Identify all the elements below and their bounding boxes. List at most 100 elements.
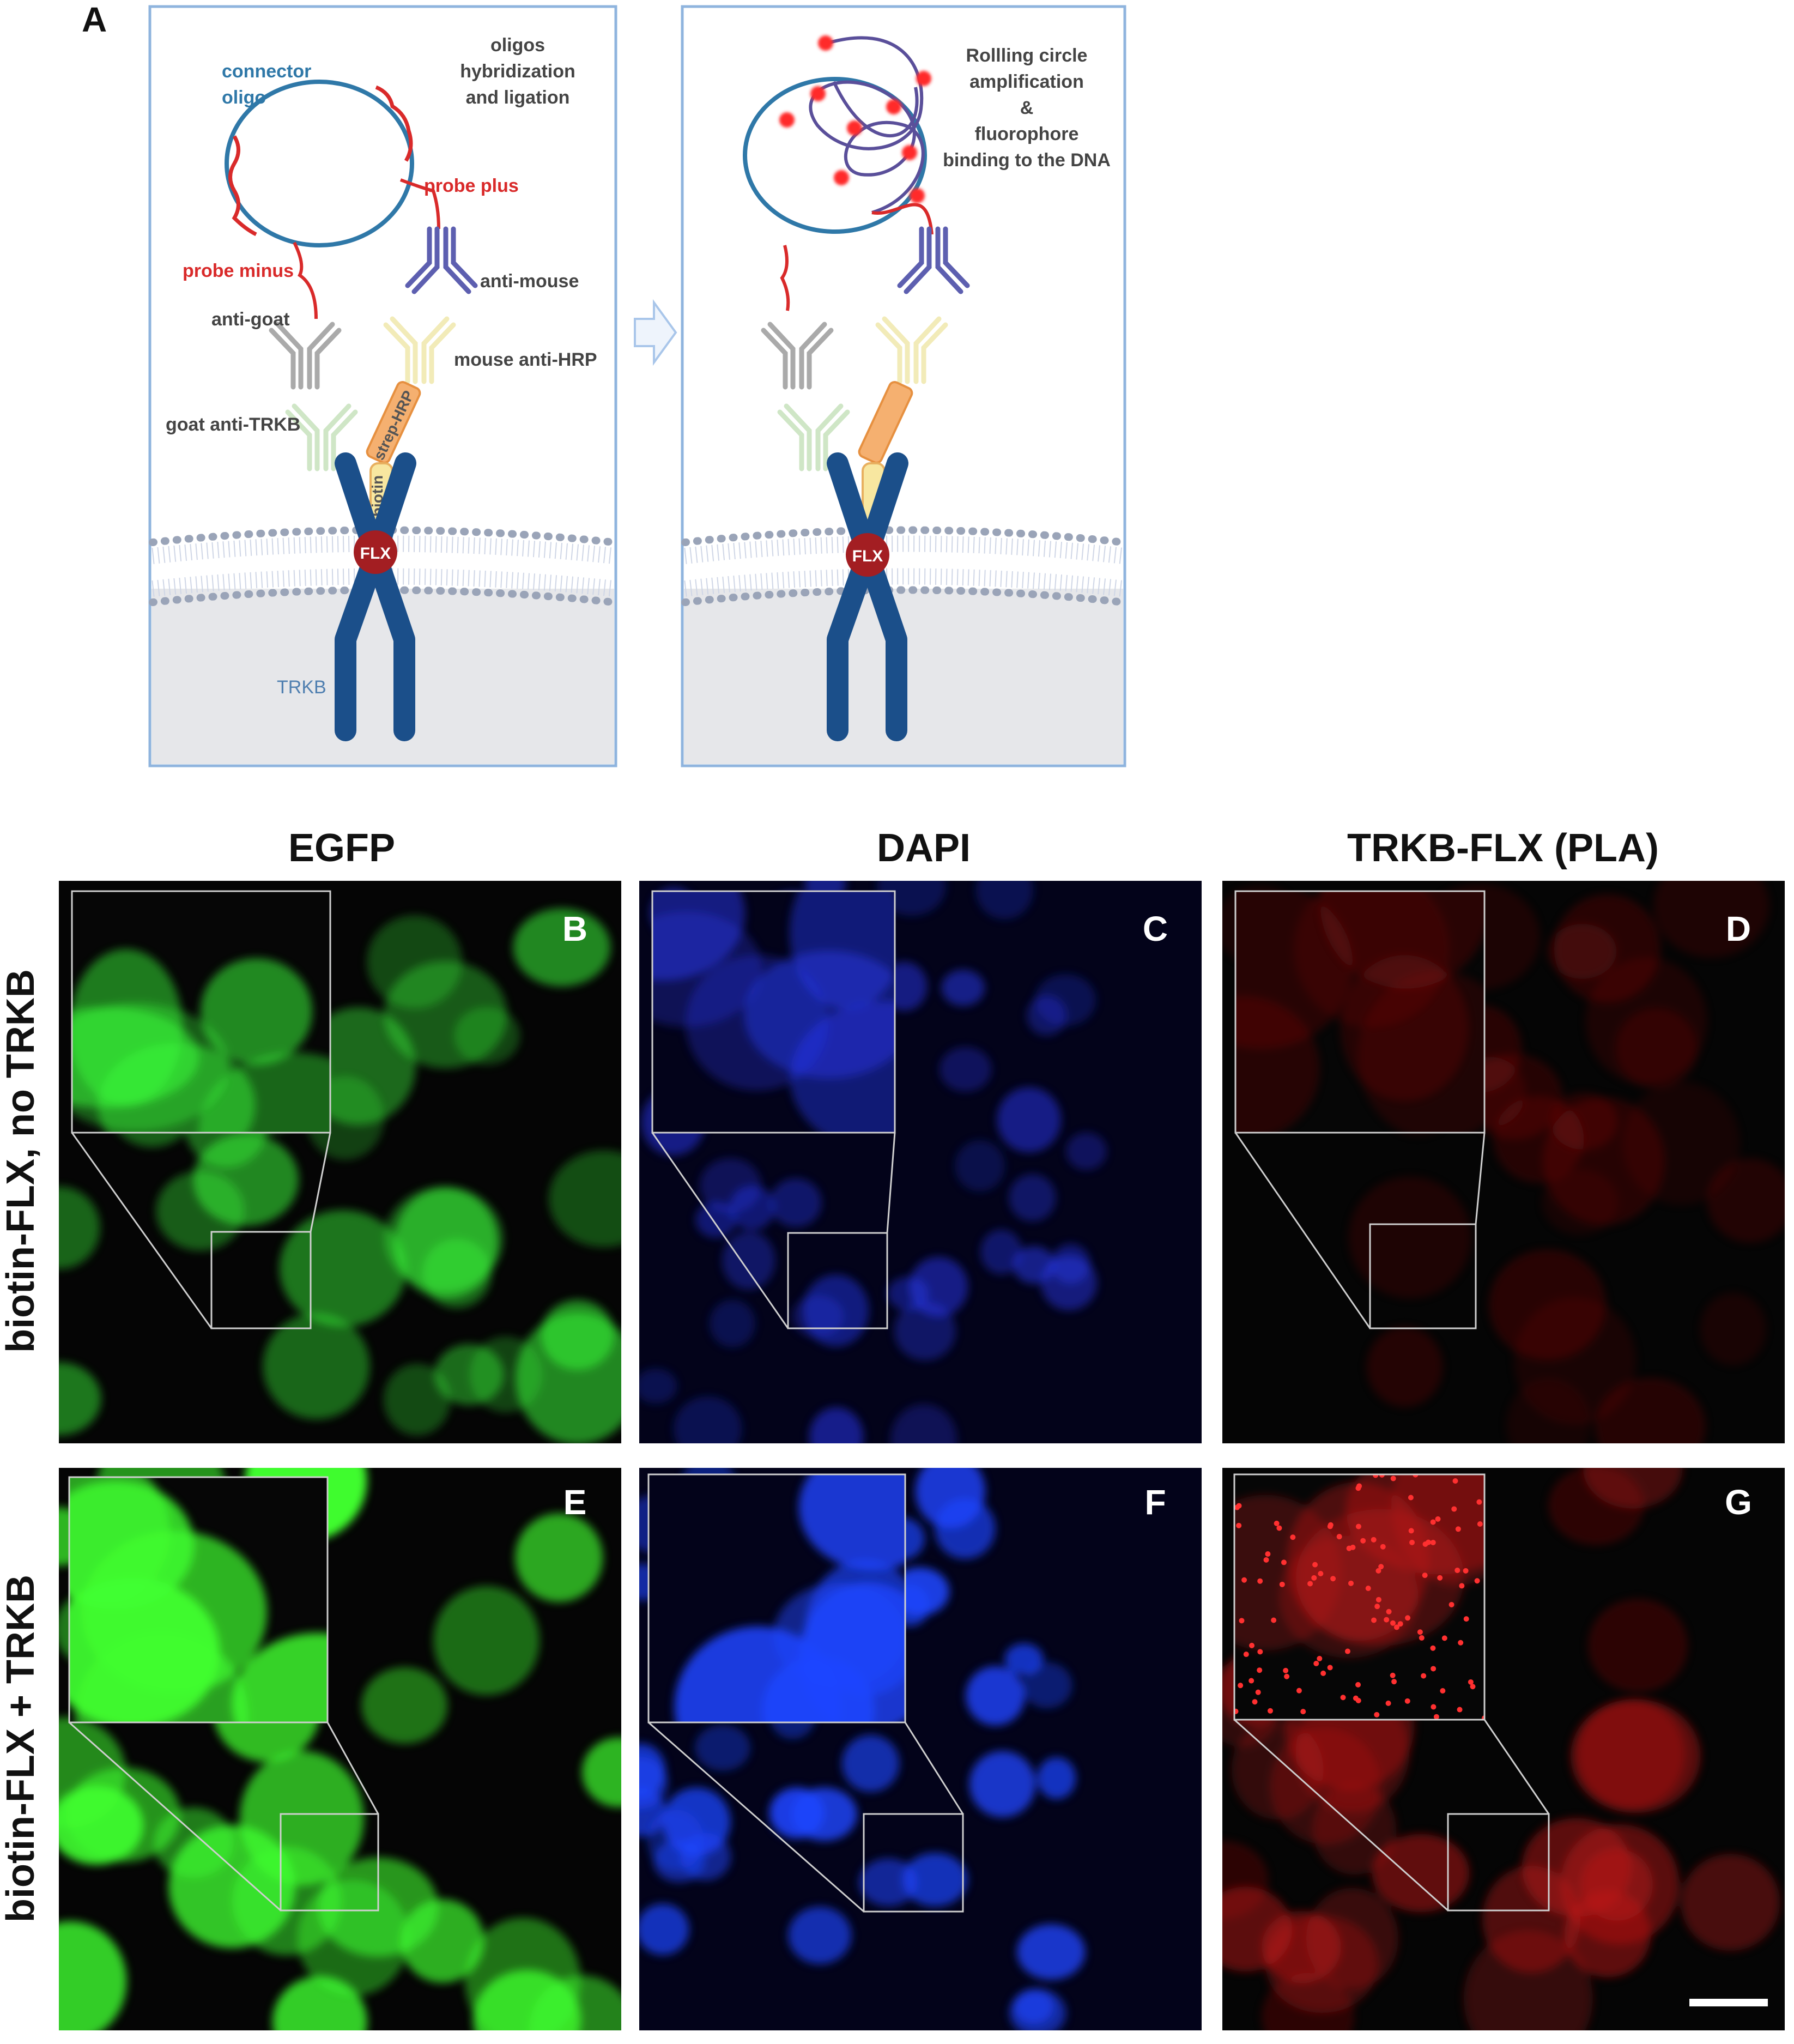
flx-molecule: [354, 530, 397, 574]
pla-dot: [1457, 1707, 1463, 1713]
cell: [647, 1810, 704, 1871]
pla-dot: [1374, 1604, 1380, 1610]
fluorophore-dot: [818, 35, 833, 51]
cell: [1037, 1757, 1076, 1799]
inset-box: [1234, 890, 1486, 1134]
micrograph-panel-c: C: [639, 881, 1202, 1443]
micrograph-panel-b: B: [59, 881, 621, 1443]
step1-title-3: and ligation: [466, 87, 570, 108]
pla-dot: [1437, 1575, 1443, 1581]
zoom-line: [310, 1132, 331, 1232]
step2-title-3: &: [1020, 98, 1034, 118]
cell: [1306, 1888, 1399, 1989]
flx-label: FLX: [360, 545, 391, 563]
cell: [940, 1047, 992, 1092]
cell: [1554, 894, 1660, 1003]
pla-dot: [1320, 1670, 1326, 1676]
zoom-line: [1483, 1719, 1550, 1815]
cell: [1004, 1643, 1044, 1675]
anti-mouse-label: anti-mouse: [480, 271, 579, 292]
cell: [1262, 1973, 1354, 2030]
zoom-region-box: [210, 1231, 312, 1329]
pla-dot: [1409, 1539, 1415, 1545]
pla-dot: [1241, 1577, 1247, 1583]
cell: [1066, 1132, 1107, 1170]
fluorophore-dot: [779, 112, 795, 128]
pla-dot: [1417, 1629, 1423, 1635]
inset-box: [71, 890, 331, 1134]
zoom-line: [648, 1721, 864, 1913]
cell: [674, 1396, 742, 1443]
cell: [272, 1976, 367, 2030]
pla-dot: [1476, 1499, 1482, 1505]
pla-dot: [1393, 1624, 1399, 1630]
pla-dot: [1312, 1562, 1318, 1568]
cell: [1489, 1249, 1606, 1360]
cell: [1560, 1824, 1680, 1945]
pla-dot: [1360, 1538, 1366, 1544]
panel-letter-d: D: [1726, 909, 1751, 948]
cell: [1348, 1176, 1471, 1298]
pla-dot: [1380, 1544, 1386, 1550]
pla-dot: [1463, 1616, 1469, 1622]
cell: [709, 1299, 756, 1348]
pla-dot: [1263, 1557, 1269, 1563]
inset-box: [651, 890, 896, 1134]
cell: [1017, 1924, 1086, 1980]
pla-dot: [1279, 1581, 1285, 1587]
probe-plus-label: probe plus: [424, 176, 519, 196]
row-label-trkb: biotin-FLX + TRKB: [0, 1575, 43, 1922]
cell: [1615, 1007, 1698, 1088]
cell: [59, 1187, 100, 1269]
cell: [59, 1362, 101, 1435]
step2-title-2: amplification: [969, 71, 1084, 92]
micrograph-panel-f: F: [639, 1468, 1202, 2030]
pla-dot: [1234, 1708, 1239, 1714]
pla-dot: [1257, 1649, 1263, 1655]
pla-dot: [1355, 1485, 1361, 1491]
pla-dot: [1257, 1578, 1263, 1584]
cell: [975, 881, 1034, 920]
pla-dot: [1435, 1516, 1441, 1522]
cell: [1700, 1292, 1766, 1365]
cell: [803, 1274, 869, 1347]
cell: [890, 1404, 957, 1443]
cell: [156, 1171, 245, 1251]
cell: [279, 1210, 407, 1327]
pla-dot: [1426, 1539, 1432, 1545]
cell: [894, 1301, 956, 1360]
pla-dot: [1385, 1700, 1391, 1706]
zoom-line: [904, 1722, 964, 1815]
cell: [859, 1858, 918, 1907]
cell: [969, 1751, 1036, 1818]
pla-dot: [1470, 1684, 1476, 1690]
zoom-region-box: [1369, 1223, 1477, 1329]
pla-dot: [1448, 1601, 1454, 1607]
zoom-line: [1234, 1719, 1448, 1912]
cell: [1482, 1866, 1580, 1973]
fluorophore-dot: [847, 120, 862, 136]
inset-cell: [1341, 955, 1469, 1102]
pla-dot: [1236, 1522, 1242, 1528]
cell: [1022, 1662, 1072, 1709]
pla-dot: [1474, 1578, 1480, 1584]
pla-dot: [1318, 1570, 1324, 1576]
cell: [915, 1468, 985, 1529]
cell: [232, 1847, 342, 1956]
fluorophore-dot: [834, 170, 849, 185]
pla-dot: [1271, 1617, 1277, 1623]
cell: [1570, 1699, 1701, 1813]
pla-dot: [1371, 1617, 1377, 1623]
zoom-line: [651, 1132, 789, 1329]
pla-dot: [1477, 1521, 1483, 1527]
mouse-anti-hrp-label: mouse anti-HRP: [454, 349, 597, 370]
cell: [515, 1313, 621, 1443]
cell: [59, 1786, 144, 1865]
pla-dot: [1452, 1478, 1458, 1484]
pla-dot: [1257, 1667, 1263, 1673]
connector-oligo-circle: [743, 77, 927, 234]
pla-dot: [1327, 1665, 1333, 1671]
pla-dot: [1433, 1714, 1439, 1720]
pla-dot: [1274, 1520, 1280, 1526]
